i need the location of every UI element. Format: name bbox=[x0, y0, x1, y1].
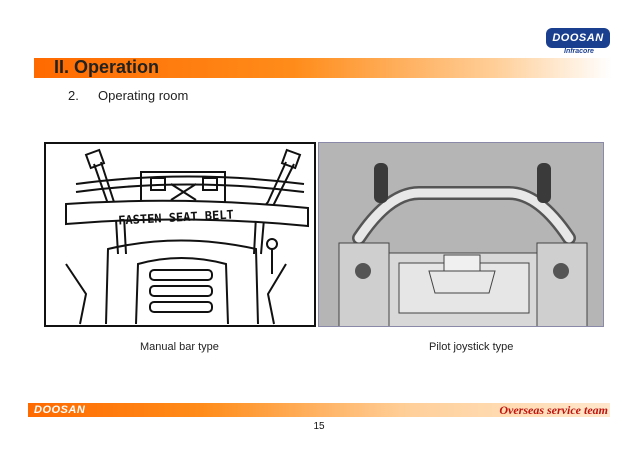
section-heading: 2. Operating room bbox=[68, 88, 188, 103]
pilot-joystick-illustration bbox=[318, 142, 604, 327]
manual-bar-drawing: FASTEN SEAT BELT bbox=[65, 148, 309, 325]
caption-pilot-joystick: Pilot joystick type bbox=[429, 341, 514, 353]
footer-logo: DOOSAN bbox=[34, 404, 86, 416]
caption-manual-bar: Manual bar type bbox=[140, 341, 219, 353]
logo-subtitle: Infracore bbox=[564, 48, 594, 55]
pilot-joystick-drawing bbox=[319, 143, 603, 326]
footer-team-label: Overseas service team bbox=[499, 403, 608, 417]
doosan-logo: DOOSAN Infracore bbox=[546, 28, 610, 60]
title-bar bbox=[34, 58, 612, 78]
logo-wordmark: DOOSAN bbox=[546, 28, 610, 48]
footer-bar bbox=[28, 403, 610, 417]
page-number: 15 bbox=[313, 421, 325, 432]
seat-belt-label: FASTEN SEAT BELT bbox=[118, 208, 234, 228]
manual-bar-illustration: FASTEN SEAT BELT bbox=[44, 142, 316, 327]
page-title: II. Operation bbox=[54, 57, 160, 77]
section-number: 2. bbox=[68, 88, 79, 103]
section-label: Operating room bbox=[98, 88, 189, 103]
